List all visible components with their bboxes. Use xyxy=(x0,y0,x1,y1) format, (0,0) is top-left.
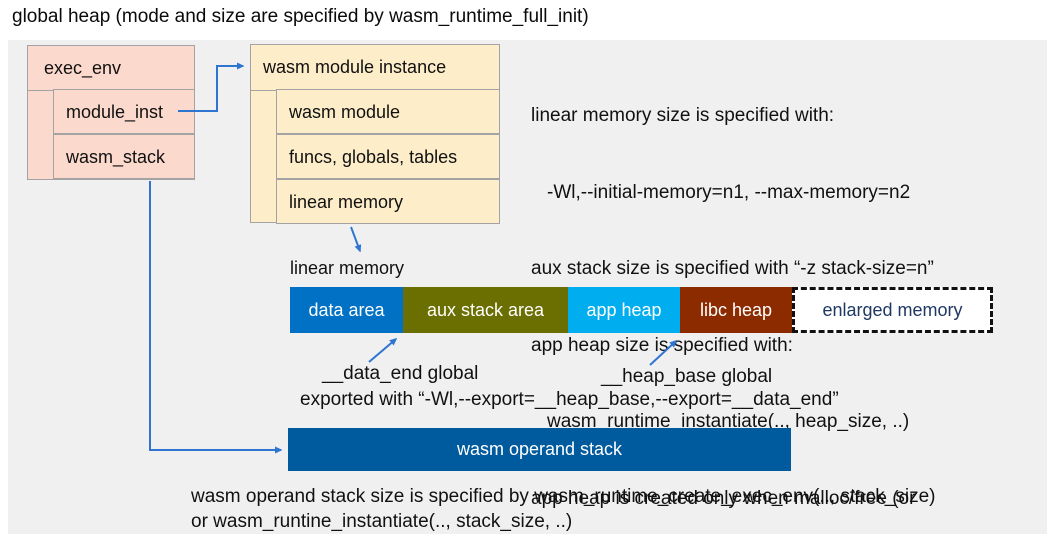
instance-field-linear-memory: linear memory xyxy=(276,179,500,224)
note-line: linear memory size is specified with: xyxy=(531,105,835,126)
linear-memory-label: linear memory xyxy=(290,258,405,278)
segment-aux-stack-area: aux stack area xyxy=(403,287,568,333)
exec-env-header: exec_env xyxy=(28,46,194,91)
operand-stack-notes: wasm operand stack size is specified by … xyxy=(191,485,936,534)
instance-field-wasm-module: wasm module xyxy=(276,89,500,134)
exec-env-field-module-inst: module_inst xyxy=(53,89,195,134)
linear-memory-bar: data area aux stack area app heap libc h… xyxy=(290,287,993,333)
wasm-operand-stack-bar: wasm operand stack xyxy=(288,428,791,471)
footer-line: wasm operand stack size is specified by … xyxy=(191,486,936,507)
wasm-module-instance-box: wasm module instance wasm module funcs, … xyxy=(250,44,500,224)
note-line: app heap size is specified with: xyxy=(531,334,793,356)
instance-field-funcs-globals-tables: funcs, globals, tables xyxy=(276,134,500,179)
wasm-module-instance-header: wasm module instance xyxy=(251,45,499,91)
note-line: app heap is created only when malloc/fre… xyxy=(531,487,916,509)
data-end-global-label: __data_end global xyxy=(322,363,479,384)
segment-data-area: data area xyxy=(290,287,403,333)
memory-size-notes: linear memory size is specified with: -W… xyxy=(531,52,934,547)
diagram-title: global heap (mode and size are specified… xyxy=(12,6,589,27)
heap-base-global-label: __heap_base global xyxy=(601,366,773,387)
exported-with-label: exported with “-Wl,--export=__heap_base,… xyxy=(300,389,839,410)
segment-libc-heap: libc heap xyxy=(680,287,792,333)
note-line: -Wl,--initial-memory=n1, --max-memory=n2 xyxy=(547,181,911,203)
exec-env-box: exec_env module_inst wasm_stack xyxy=(27,45,195,180)
footer-line: or wasm_runtine_instantiate(.., stack_si… xyxy=(191,510,573,532)
note-line: wasm_runtime_instantiate(.., heap_size, … xyxy=(547,411,910,432)
segment-app-heap: app heap xyxy=(568,287,680,333)
exec-env-field-wasm-stack: wasm_stack xyxy=(53,134,195,179)
note-line: aux stack size is specified with “-z sta… xyxy=(531,258,934,279)
segment-enlarged-memory: enlarged memory xyxy=(792,287,993,333)
